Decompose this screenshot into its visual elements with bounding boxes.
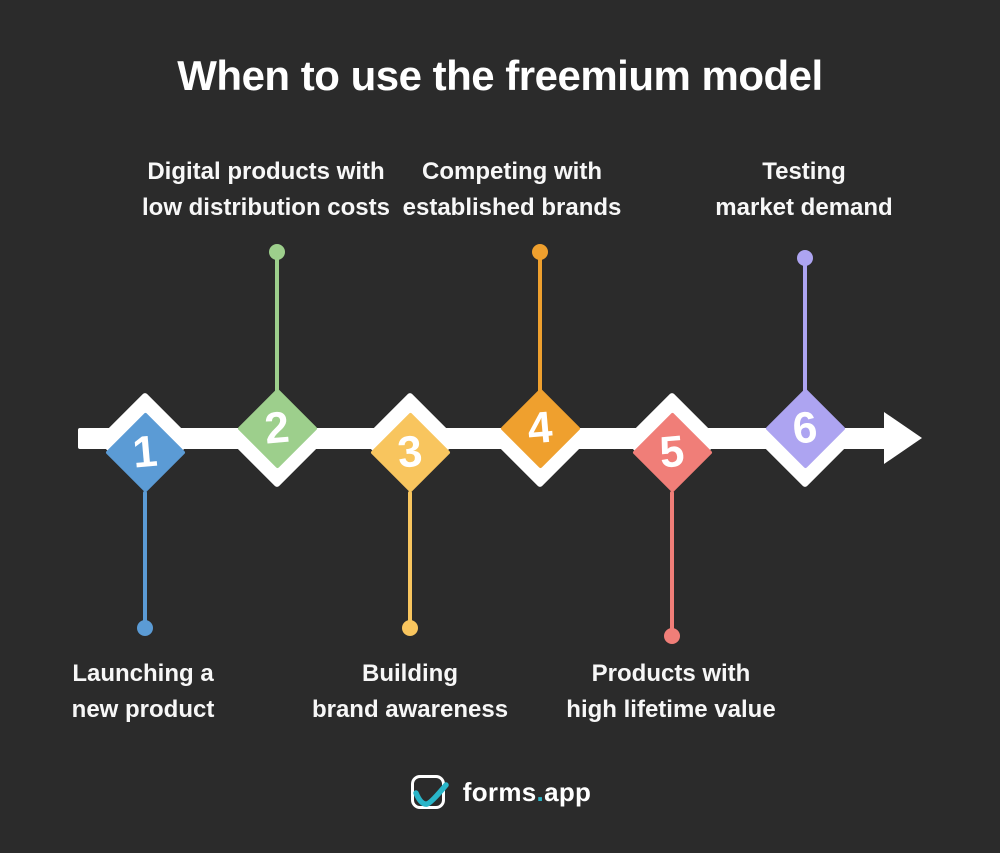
label-step-4: Competing with established brands (342, 154, 682, 226)
label-line: Products with (591, 660, 751, 687)
label-step-1: Launching a new product (0, 656, 313, 728)
label-line: Digital products with (147, 158, 385, 185)
connector-dot-1 (137, 620, 153, 636)
timeline-marker-3: 3 (361, 391, 459, 493)
connector-dot-2 (269, 244, 285, 260)
label-line: high lifetime value (566, 696, 776, 723)
connector-dot-6 (797, 250, 813, 266)
timeline-arrowhead-icon (884, 412, 922, 464)
brand-logo: forms.app (0, 768, 1000, 816)
label-step-6: Testing market demand (634, 154, 974, 226)
label-step-5: Products with high lifetime value (501, 656, 841, 728)
step-number: 5 (657, 426, 687, 477)
timeline-marker-5: 5 (623, 391, 721, 493)
brand-dot: . (536, 776, 545, 807)
label-step-2: Digital products with low distribution c… (96, 154, 436, 226)
label-line: brand awareness (311, 696, 509, 723)
label-line: Testing (762, 158, 846, 185)
label-step-3: Building brand awareness (240, 656, 580, 728)
label-line: established brands (402, 194, 622, 221)
connector-line-4 (538, 254, 542, 394)
label-line: Launching a (72, 660, 214, 687)
step-number: 4 (525, 402, 555, 453)
label-line: Competing with (422, 158, 602, 185)
connector-line-3 (408, 491, 412, 629)
label-line: low distribution costs (141, 194, 390, 221)
connector-dot-3 (402, 620, 418, 636)
brand-word: forms (462, 776, 537, 807)
timeline-marker-1: 1 (96, 391, 194, 493)
connector-line-2 (275, 254, 279, 394)
timeline-marker-4: 4 (491, 387, 589, 489)
brand-suffix: app (544, 776, 592, 807)
step-number: 1 (130, 426, 160, 477)
connector-dot-4 (532, 244, 548, 260)
connector-line-5 (670, 491, 674, 636)
connector-line-6 (803, 258, 807, 394)
checkmark-icon (413, 782, 449, 807)
timeline-marker-6: 6 (756, 387, 854, 489)
brand-wordmark: forms.app (463, 777, 591, 808)
label-line: market demand (715, 194, 893, 221)
step-number: 2 (262, 402, 292, 453)
step-number: 3 (395, 426, 425, 477)
forms-app-logo-icon (409, 772, 449, 812)
label-line: Building (362, 660, 458, 687)
step-number: 6 (790, 402, 820, 453)
page-title: When to use the freemium model (177, 52, 823, 99)
timeline-marker-2: 2 (228, 387, 326, 489)
label-line: new product (71, 696, 215, 723)
connector-line-1 (143, 491, 147, 629)
connector-dot-5 (664, 628, 680, 644)
